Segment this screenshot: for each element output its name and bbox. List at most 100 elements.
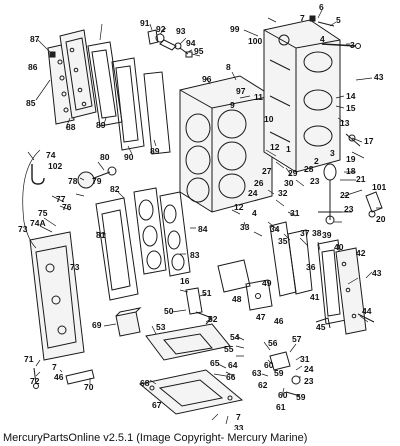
callout-43: 43 <box>374 72 384 82</box>
intake-manifold-73[interactable] <box>29 231 85 361</box>
bolt-3-4[interactable] <box>321 43 361 49</box>
callout-83: 82 <box>110 184 120 194</box>
fitting-44-45[interactable] <box>315 313 375 329</box>
callout-85: 84 <box>198 224 208 234</box>
callout-32: 32 <box>278 188 288 198</box>
cylinder-head-cover-89[interactable] <box>59 29 97 119</box>
callout-7c: 7 <box>52 362 57 372</box>
callout-74A: 74 <box>46 150 56 160</box>
callout-6: 6 <box>319 2 324 12</box>
reed-block-82[interactable] <box>95 197 139 301</box>
callout-42: 42 <box>356 248 366 258</box>
callout-8: 8 <box>226 62 231 72</box>
callout-73: 73 <box>70 262 80 272</box>
adapter-plate-53[interactable] <box>145 323 231 361</box>
callout-18: 18 <box>346 166 356 176</box>
copyright-caption: MercuryPartsOnline v2.5.1 (Image Copyrig… <box>3 432 308 444</box>
callout-14: 14 <box>346 91 356 101</box>
callout-41: 41 <box>310 292 320 302</box>
gasket-84b[interactable] <box>159 191 191 277</box>
callout-3: 3 <box>350 40 355 50</box>
callout-78: 77 <box>56 194 66 204</box>
callout-75: 74A <box>30 218 46 228</box>
callout-20: 20 <box>376 214 386 224</box>
callout-90b: 89 <box>150 146 160 156</box>
callout-22: 22 <box>340 190 350 200</box>
leader-lines <box>35 9 382 425</box>
callout-48: 48 <box>232 294 242 304</box>
callout-23: 23 <box>344 204 354 214</box>
callout-94: 93 <box>176 26 186 36</box>
fuel-pump-79-80[interactable] <box>77 166 117 189</box>
bracket-47-48[interactable] <box>245 279 273 311</box>
callout-43b: 43 <box>372 268 382 278</box>
callout-40: 40 <box>334 242 344 252</box>
callout-labels: 7 6 5 4 3 43 14 15 10 13 17 12 1 3 19 2 … <box>18 2 386 430</box>
callout-87: 86 <box>28 62 38 72</box>
exhaust-housing-97[interactable] <box>179 75 273 213</box>
callout-9: 9 <box>230 100 235 110</box>
clip-103[interactable] <box>27 151 45 185</box>
callout-50: 50 <box>164 306 174 316</box>
callout-34: 34 <box>270 224 280 234</box>
callout-62: 62 <box>258 380 268 390</box>
callout-98: 97 <box>236 86 246 96</box>
callout-67: 67 <box>152 400 162 410</box>
lower-plate-67[interactable] <box>138 369 244 415</box>
callout-80: 79 <box>92 176 102 186</box>
module-69[interactable] <box>115 307 142 337</box>
callout-3b: 3 <box>330 148 335 158</box>
callout-59a: 59 <box>274 368 284 378</box>
callout-46b: 46 <box>54 372 64 382</box>
callout-92: 91 <box>140 18 150 28</box>
callout-15: 15 <box>346 103 356 113</box>
callout-59: 59 <box>296 392 306 402</box>
callout-88: 87 <box>30 34 40 44</box>
callout-53: 53 <box>156 322 166 332</box>
callout-54: 54 <box>230 332 240 342</box>
callout-63: 63 <box>252 368 262 378</box>
callout-4: 4 <box>320 34 325 44</box>
wire-loop <box>22 149 41 249</box>
callout-24: 24 <box>248 188 258 198</box>
gasket-91[interactable] <box>111 57 145 151</box>
callout-77: 76 <box>62 202 72 212</box>
callout-95: 94 <box>186 38 196 48</box>
thermostat-20-21-22[interactable] <box>318 163 342 225</box>
callout-51: 51 <box>202 288 212 298</box>
gasket-83-84[interactable] <box>133 187 167 275</box>
callout-12b: 12 <box>234 202 244 212</box>
cylinder-block[interactable] <box>263 19 341 173</box>
callout-66: 66 <box>226 372 236 382</box>
callout-81: 80 <box>100 152 110 162</box>
fitting-71-72[interactable] <box>33 367 39 389</box>
callout-64: 64 <box>228 360 238 370</box>
cover-42[interactable] <box>335 247 367 335</box>
callout-33: 33 <box>240 222 250 232</box>
callout-74: 73 <box>18 224 28 234</box>
callout-52: 52 <box>208 314 218 324</box>
callout-100: 99 <box>230 24 240 34</box>
callout-65: 65 <box>210 358 220 368</box>
callout-55: 55 <box>224 344 234 354</box>
callout-17: 17 <box>364 136 374 146</box>
oil-seal-16-17[interactable] <box>345 133 361 147</box>
callout-31a: 31 <box>290 208 300 218</box>
callout-76: 75 <box>38 208 48 218</box>
valve-94-95-96[interactable] <box>174 42 193 58</box>
gasket-90b[interactable] <box>143 71 171 155</box>
callout-69: 69 <box>92 320 102 330</box>
gasket-90[interactable] <box>87 41 123 127</box>
parts-illustration: 7 6 5 4 3 43 14 15 10 13 17 12 1 3 19 2 … <box>18 2 386 430</box>
fitting-57-59[interactable] <box>269 351 301 397</box>
callout-35: 35 <box>278 236 288 246</box>
callout-28: 28 <box>304 164 314 174</box>
fitting-70[interactable] <box>65 369 95 385</box>
callout-26: 26 <box>254 178 264 188</box>
callout-19: 19 <box>346 154 356 164</box>
callout-47: 47 <box>256 312 266 322</box>
bracket-center[interactable] <box>217 259 251 293</box>
cover-35-36[interactable] <box>269 221 313 297</box>
callout-101: 100 <box>248 36 262 46</box>
